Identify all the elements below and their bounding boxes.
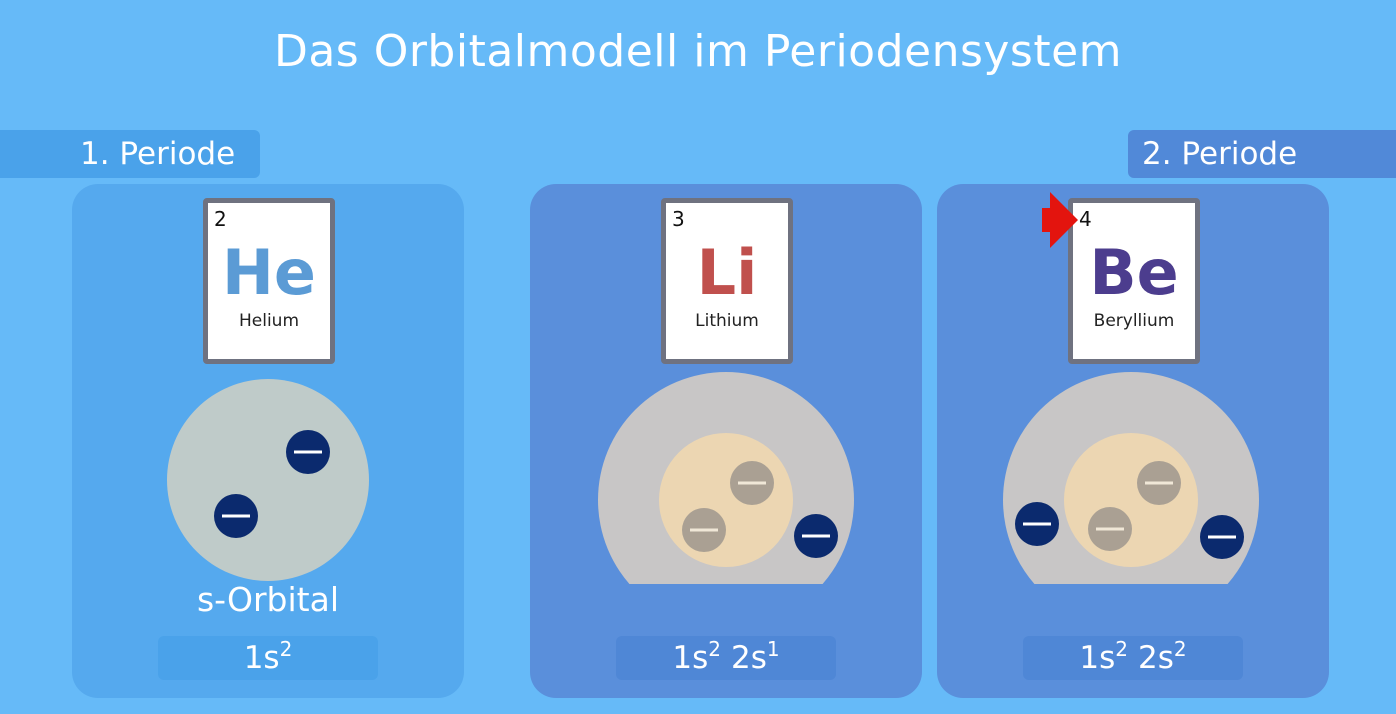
electron-icon: [794, 514, 838, 558]
config-term: 1s2: [672, 637, 721, 676]
electron-configuration: 1s2 2s2: [1023, 636, 1243, 680]
beryllium-orbital-diagram: [1003, 372, 1259, 584]
beryllium-panel: 4 Be Beryllium 1s2 2s2: [937, 184, 1329, 698]
electron-configuration: 1s2: [158, 636, 378, 680]
electron-icon: [682, 508, 726, 552]
element-name: Helium: [238, 311, 300, 331]
electron-icon: [1015, 502, 1059, 546]
element-symbol: Li: [696, 236, 758, 309]
element-card-lithium: 3 Li Lithium: [661, 198, 793, 364]
orbital-1s: [1064, 433, 1198, 567]
atomic-number: 3: [672, 207, 685, 231]
electron-icon: [730, 461, 774, 505]
element-card-helium: 2 He Helium: [203, 198, 335, 364]
period-2-text: 2. Periode: [1142, 136, 1298, 172]
element-name: Lithium: [695, 311, 759, 331]
orbital-1s: [167, 379, 369, 581]
element-symbol: He: [222, 236, 316, 309]
red-arrow-icon: [1042, 192, 1078, 248]
atomic-number: 4: [1079, 207, 1092, 231]
helium-panel: 2 He Helium s-Orbital 1s2: [72, 184, 464, 698]
config-term: 1s2: [243, 637, 293, 676]
element-name: Beryllium: [1093, 311, 1175, 331]
electron-icon: [1137, 461, 1181, 505]
config-term: 2s2: [1138, 637, 1187, 676]
element-symbol: Be: [1089, 236, 1179, 309]
electron-icon: [1200, 515, 1244, 559]
orbital-1s: [659, 433, 793, 567]
electron-icon: [214, 494, 258, 538]
period-2-label: 2. Periode: [1128, 130, 1396, 178]
atomic-number: 2: [214, 207, 227, 231]
period-1-text: 1. Periode: [80, 136, 236, 172]
page-title: Das Orbitalmodell im Periodensystem: [273, 26, 1123, 77]
lithium-panel: 3 Li Lithium 1s2 2s1: [530, 184, 922, 698]
element-card-beryllium: 4 Be Beryllium: [1068, 198, 1200, 364]
period-1-label: 1. Periode: [0, 130, 260, 178]
helium-orbital-diagram: [167, 379, 369, 581]
orbital-caption: s-Orbital: [196, 580, 339, 619]
electron-configuration: 1s2 2s1: [616, 636, 836, 680]
config-term: 1s2: [1079, 637, 1128, 676]
electron-icon: [1088, 507, 1132, 551]
electron-icon: [286, 430, 330, 474]
config-term: 2s1: [731, 637, 780, 676]
lithium-orbital-diagram: [598, 372, 854, 584]
